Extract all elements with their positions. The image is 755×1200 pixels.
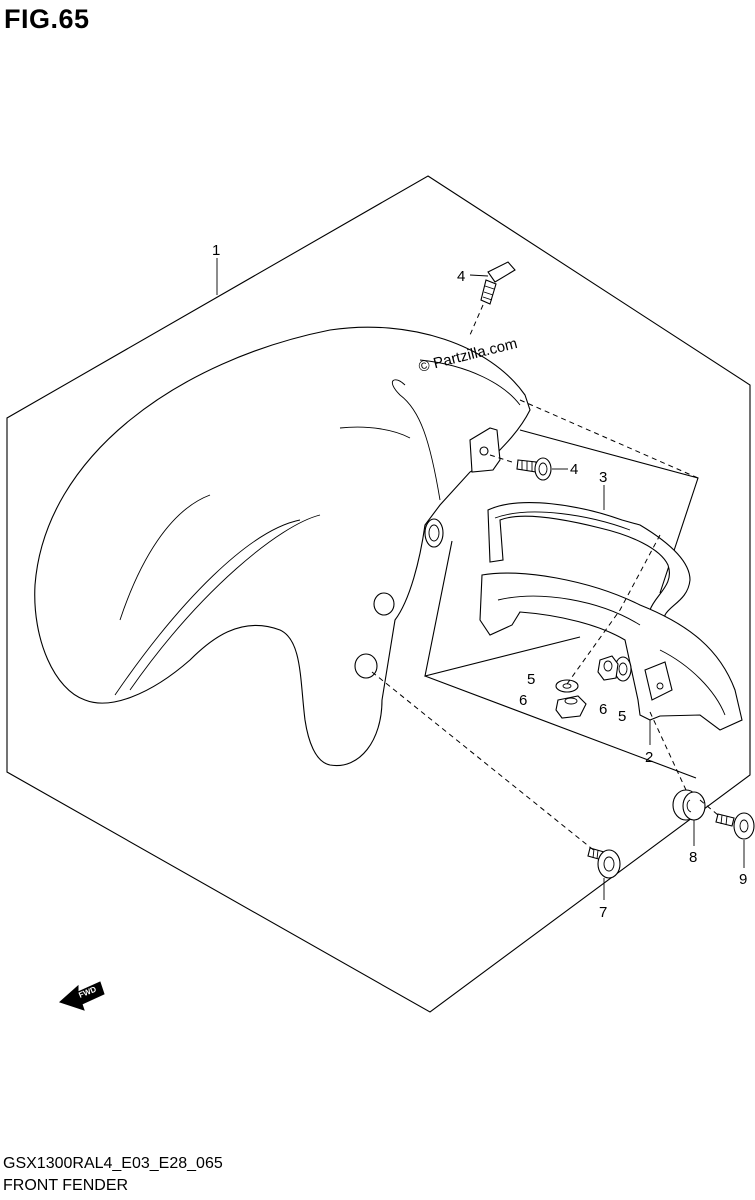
callout-7: 7 — [599, 904, 607, 921]
model-code: GSX1300RAL4_E03_E28_065 — [3, 1155, 223, 1172]
assembly-line-bolt4-side — [489, 454, 516, 464]
grommet-part-8 — [672, 789, 706, 821]
forward-direction-arrow: FWD — [59, 981, 105, 1011]
front-fender-part-1 — [34, 326, 531, 767]
bolt-part-4-side — [516, 457, 552, 481]
callout-5-left: 5 — [527, 671, 535, 688]
fwd-arrow-icon — [59, 981, 105, 1011]
callout-9: 9 — [739, 871, 747, 888]
callout-2: 2 — [645, 749, 653, 766]
callout-6-left: 6 — [519, 692, 527, 709]
callout-5-right: 5 — [618, 708, 626, 725]
assembly-line-screw7 — [371, 671, 597, 853]
section-name: FRONT FENDER — [3, 1177, 129, 1194]
callout-6-right: 6 — [599, 701, 607, 718]
nut-part-6-left — [555, 695, 587, 719]
callout-8: 8 — [689, 849, 697, 866]
assembly-line-bolt4-upper — [469, 304, 484, 336]
callout-1: 1 — [212, 242, 220, 259]
washer-part-5-left — [555, 679, 579, 693]
figure-title: FIG.65 — [4, 4, 90, 34]
bolt-part-4-upper — [480, 261, 516, 305]
callout-4-side: 4 — [570, 461, 578, 478]
nut-part-6-right — [597, 655, 619, 681]
assembly-line-screw9 — [699, 799, 719, 816]
inner-fender-part-2 — [479, 572, 743, 731]
assembly-line-grommet — [649, 711, 687, 791]
screw-part-9 — [715, 812, 755, 840]
assembly-line-brace — [566, 534, 661, 685]
subassembly-frame-lower — [424, 675, 697, 779]
assembly-frame-hexagon — [6, 175, 751, 1013]
leader-line-4a — [469, 274, 489, 277]
screw-part-7 — [587, 847, 621, 879]
callout-3: 3 — [599, 469, 607, 486]
callout-4-upper: 4 — [457, 268, 465, 285]
